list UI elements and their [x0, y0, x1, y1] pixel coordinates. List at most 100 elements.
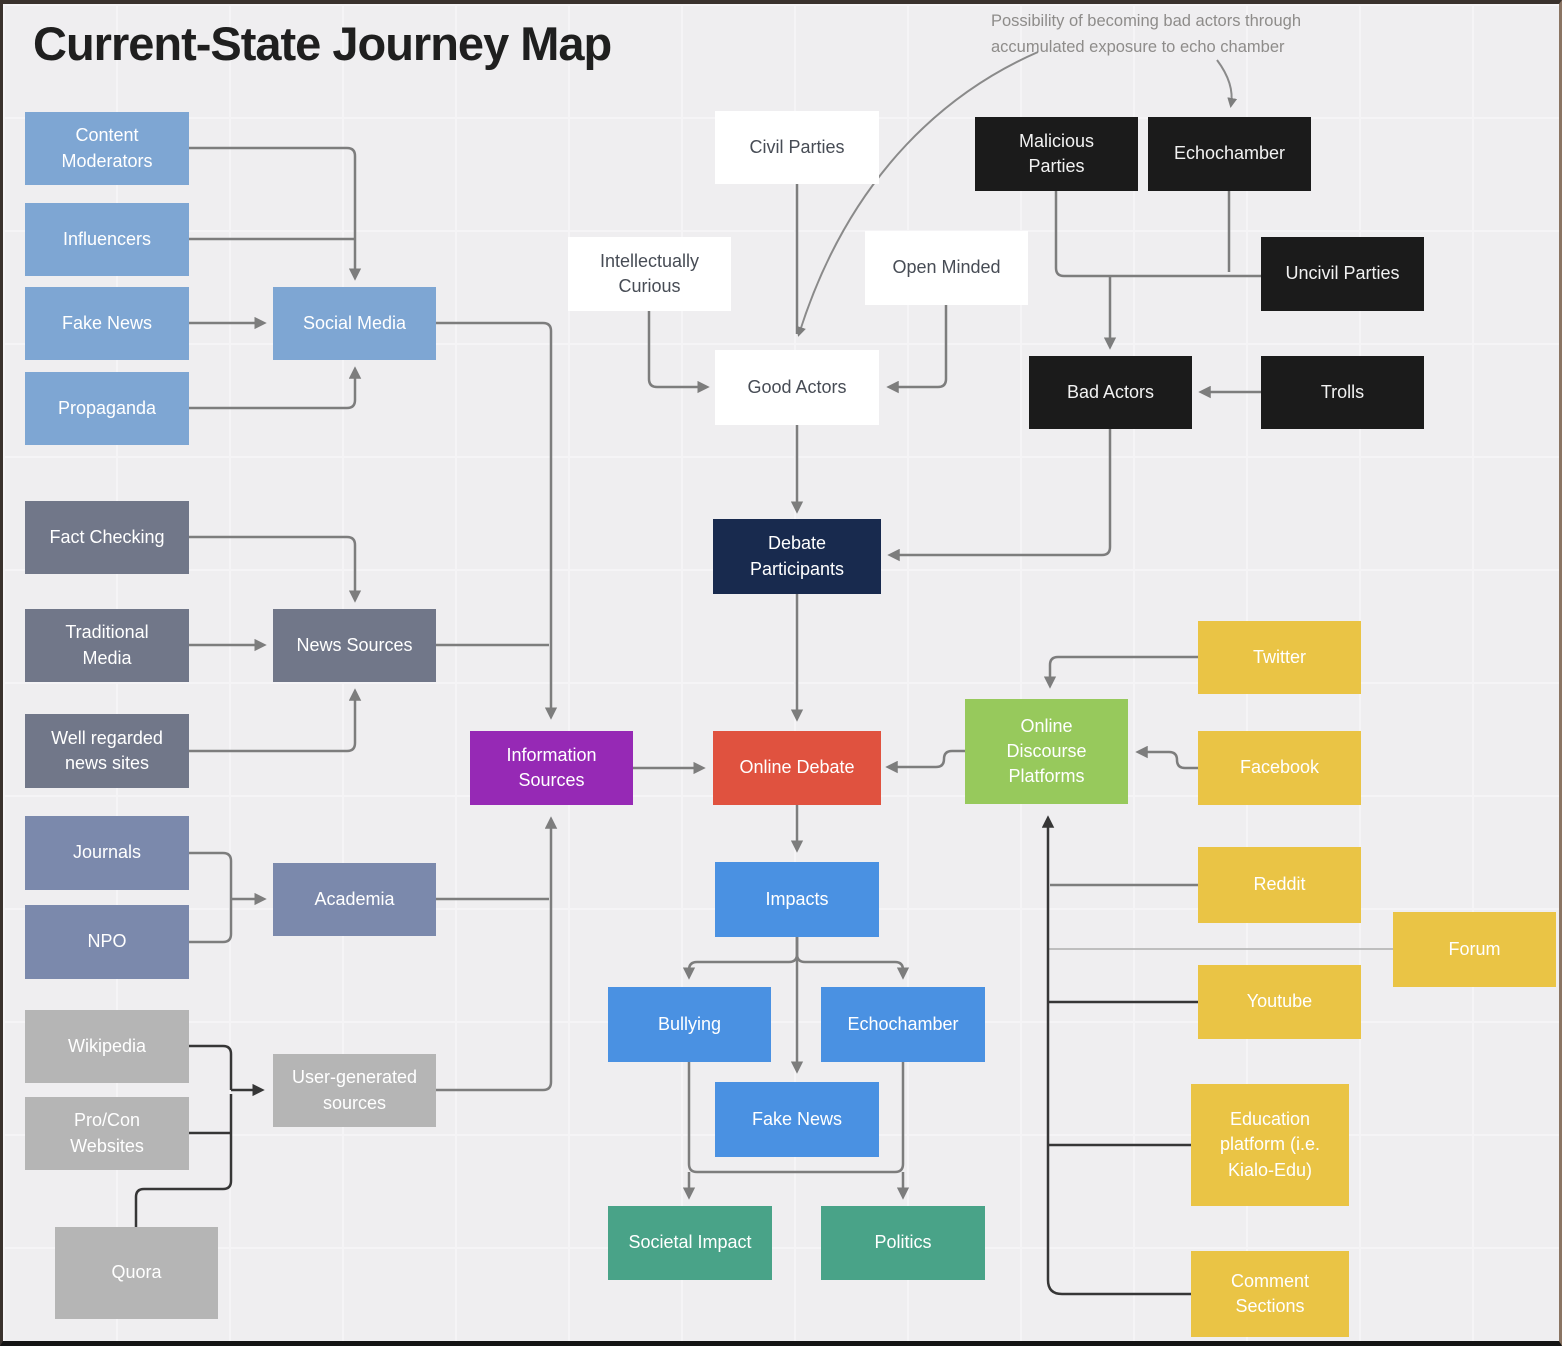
edge-comment-sections-join	[1046, 1279, 1191, 1296]
node-news-sources[interactable]: News Sources	[273, 609, 436, 682]
node-bad-actors[interactable]: Bad Actors	[1029, 356, 1192, 429]
node-facebook[interactable]: Facebook	[1198, 731, 1361, 805]
node-user-generated-sources[interactable]: User-generated sources	[273, 1054, 436, 1127]
node-academia[interactable]: Academia	[273, 863, 436, 936]
node-impacts[interactable]: Impacts	[715, 862, 879, 937]
node-intellectually-curious[interactable]: Intellectually Curious	[568, 237, 731, 311]
node-label-online-discourse-platforms: Online Discourse Platforms	[1006, 715, 1087, 787]
node-echochamber-impact[interactable]: Echochamber	[821, 987, 985, 1062]
node-debate-participants[interactable]: Debate Participants	[713, 519, 881, 594]
node-civil-parties[interactable]: Civil Parties	[715, 111, 879, 184]
node-label-societal-impact: Societal Impact	[628, 1232, 752, 1253]
node-open-minded[interactable]: Open Minded	[865, 231, 1028, 305]
node-label-forum: Forum	[1448, 938, 1501, 959]
node-label-fake-news-impact: Fake News	[751, 1108, 843, 1129]
edge-fact-checking-to-news-sources	[189, 535, 362, 603]
node-label-twitter: Twitter	[1252, 646, 1306, 667]
node-label-academia: Academia	[314, 888, 395, 909]
node-label-propaganda: Propaganda	[57, 397, 157, 418]
node-comment-sections[interactable]: Comment Sections	[1191, 1251, 1349, 1337]
annotation-arrow-to-echochamber	[1216, 59, 1238, 108]
node-twitter[interactable]: Twitter	[1198, 621, 1361, 694]
node-label-social-media: Social Media	[302, 312, 407, 333]
node-label-civil-parties: Civil Parties	[749, 136, 845, 157]
edge-wikipedia-join	[189, 1044, 233, 1090]
edge-malicious-uncivil-rail	[1054, 191, 1261, 278]
node-label-wikipedia: Wikipedia	[67, 1035, 147, 1056]
node-youtube[interactable]: Youtube	[1198, 965, 1361, 1039]
node-forum[interactable]: Forum	[1393, 912, 1556, 987]
node-bullying[interactable]: Bullying	[608, 987, 771, 1062]
node-traditional-media[interactable]: Traditional Media	[25, 609, 189, 682]
node-education-platform[interactable]: Education platform (i.e. Kialo-Edu)	[1191, 1084, 1349, 1206]
node-label-information-sources: Information Sources	[506, 744, 597, 790]
edge-user-generated-to-information-sources	[436, 816, 558, 1092]
node-influencers[interactable]: Influencers	[25, 203, 189, 276]
node-label-online-debate: Online Debate	[739, 757, 855, 778]
page-title: Current-State Journey Map	[33, 17, 612, 70]
node-social-media[interactable]: Social Media	[273, 287, 436, 360]
node-npo[interactable]: NPO	[25, 905, 189, 979]
node-online-discourse-platforms[interactable]: Online Discourse Platforms	[965, 699, 1128, 804]
node-label-bullying: Bullying	[657, 1013, 722, 1034]
node-label-debate-participants: Debate Participants	[749, 533, 845, 579]
edge-twitter-to-platforms	[1043, 655, 1198, 689]
node-label-good-actors: Good Actors	[747, 376, 847, 397]
node-societal-impact[interactable]: Societal Impact	[608, 1206, 772, 1280]
edge-well-regarded-to-news-sources	[189, 688, 362, 753]
node-information-sources[interactable]: Information Sources	[470, 731, 633, 805]
node-label-news-sources: News Sources	[296, 634, 413, 655]
node-propaganda[interactable]: Propaganda	[25, 372, 189, 445]
node-quora[interactable]: Quora	[55, 1227, 218, 1319]
node-content-moderators[interactable]: Content Moderators	[25, 112, 189, 185]
node-label-echochamber-impact: Echochamber	[847, 1013, 959, 1034]
node-label-well-regarded-news-sites: Well regarded news sites	[51, 727, 163, 773]
node-uncivil-parties[interactable]: Uncivil Parties	[1261, 237, 1424, 311]
node-label-reddit: Reddit	[1253, 874, 1306, 895]
node-fake-news[interactable]: Fake News	[25, 287, 189, 360]
edge-facebook-to-platforms	[1135, 745, 1198, 770]
edge-propaganda-to-social-media	[189, 366, 362, 410]
node-online-debate[interactable]: Online Debate	[713, 731, 881, 805]
edge-intellectually-curious-to-good-actors	[647, 311, 710, 394]
node-fake-news-impact[interactable]: Fake News	[715, 1082, 879, 1157]
edge-open-minded-to-good-actors	[886, 305, 948, 394]
node-trolls[interactable]: Trolls	[1261, 356, 1424, 429]
node-label-quora: Quora	[111, 1262, 162, 1283]
node-malicious-parties[interactable]: Malicious Parties	[975, 117, 1138, 191]
edge-impacts-to-echochamber	[795, 937, 910, 980]
node-label-fact-checking: Fact Checking	[49, 526, 165, 547]
node-echochamber-source[interactable]: Echochamber	[1148, 117, 1311, 191]
node-wikipedia[interactable]: Wikipedia	[25, 1010, 189, 1083]
edge-social-media-to-information-sources	[436, 321, 558, 720]
node-label-impacts: Impacts	[765, 888, 829, 909]
node-label-youtube: Youtube	[1246, 991, 1313, 1012]
node-label-education-platform: Education platform (i.e. Kialo-Edu)	[1219, 1109, 1321, 1180]
node-label-pro-con-websites: Pro/Con Websites	[70, 1110, 144, 1156]
edge-content-moderators-to-social-media	[189, 146, 362, 281]
node-well-regarded-news-sites[interactable]: Well regarded news sites	[25, 714, 189, 788]
node-label-journals: Journals	[72, 842, 142, 863]
node-label-uncivil-parties: Uncivil Parties	[1285, 263, 1400, 284]
node-label-malicious-parties: Malicious Parties	[1018, 130, 1095, 176]
node-label-intellectually-curious: Intellectually Curious	[599, 250, 700, 296]
node-label-user-generated-sources: User-generated sources	[291, 1067, 418, 1113]
node-label-facebook: Facebook	[1239, 757, 1320, 778]
node-label-politics: Politics	[874, 1232, 932, 1253]
node-label-fake-news: Fake News	[61, 312, 153, 333]
edge-npo-join	[189, 899, 233, 944]
node-politics[interactable]: Politics	[821, 1206, 985, 1280]
node-reddit[interactable]: Reddit	[1198, 847, 1361, 923]
node-fact-checking[interactable]: Fact Checking	[25, 501, 189, 574]
node-label-traditional-media: Traditional Media	[65, 622, 149, 668]
annotation-note: Possibility of becoming bad actors throu…	[991, 12, 1302, 56]
node-label-trolls: Trolls	[1320, 381, 1365, 402]
node-journals[interactable]: Journals	[25, 816, 189, 890]
edge-journals-join	[189, 851, 233, 899]
node-label-bad-actors: Bad Actors	[1066, 381, 1155, 402]
node-pro-con-websites[interactable]: Pro/Con Websites	[25, 1097, 189, 1170]
node-label-influencers: Influencers	[62, 228, 152, 249]
node-good-actors[interactable]: Good Actors	[715, 350, 879, 425]
node-label-echochamber-source: Echochamber	[1173, 143, 1286, 164]
